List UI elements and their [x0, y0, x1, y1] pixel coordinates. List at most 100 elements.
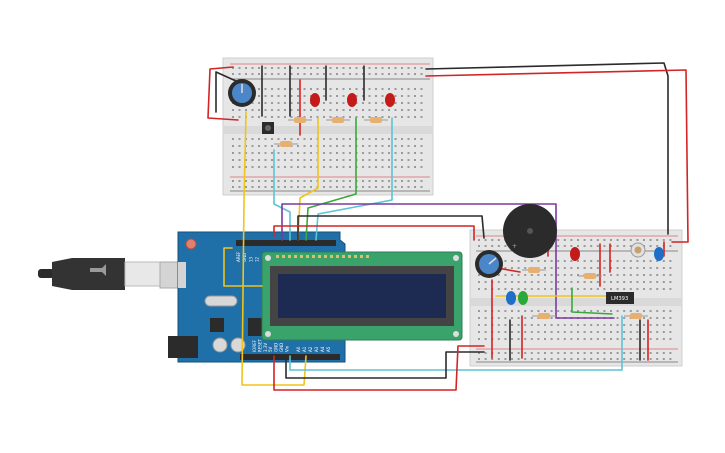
breadboard-hole [303, 95, 306, 97]
rail-hole [407, 180, 410, 182]
rail-hole [297, 67, 299, 69]
rail-hole [570, 239, 573, 241]
breadboard-hole [290, 109, 293, 111]
breadboard-hole [643, 324, 645, 326]
arduino-pin-label: GND [274, 343, 279, 352]
breadboard-hole [610, 281, 612, 283]
rail-hole [484, 352, 487, 354]
rail-hole [336, 67, 338, 69]
lcd-mount-hole [453, 255, 459, 261]
breadboard-hole [563, 274, 566, 276]
breadboard-hole [629, 324, 632, 326]
rail-hole [414, 73, 416, 75]
digital-header [236, 240, 336, 246]
breadboard-hole [401, 102, 403, 104]
breadboard-hole [238, 145, 241, 147]
breadboard-hole [375, 166, 377, 168]
breadboard-hole [511, 338, 513, 340]
breadboard-hole [336, 145, 338, 147]
breadboard-hole [401, 159, 403, 161]
breadboard-hole [420, 116, 423, 118]
rail-hole [590, 245, 593, 247]
arduino-pin-label: 5V [268, 346, 273, 352]
breadboard-hole [232, 159, 234, 161]
breadboard-hole [610, 267, 612, 269]
resistor [578, 273, 602, 279]
breadboard-hole [329, 95, 332, 97]
breadboard-hole [577, 331, 579, 333]
breadboard-hole [258, 88, 260, 90]
rail-hole [349, 67, 351, 69]
breadboard-hole [414, 166, 416, 168]
breadboard-hole [629, 274, 632, 276]
rail-hole [368, 180, 371, 182]
rail-hole [610, 239, 612, 241]
breadboard-hole [550, 274, 553, 276]
breadboard-hole [537, 281, 540, 283]
breadboard-hole [662, 274, 665, 276]
rail-hole [544, 358, 546, 360]
breadboard-hole [524, 317, 527, 319]
small-chip [210, 318, 224, 332]
breadboard-hole [511, 288, 513, 290]
breadboard-hole [362, 109, 364, 111]
arduino-pin-label: 3.3V [263, 343, 268, 352]
lcd-mount-hole [265, 331, 271, 337]
breadboard-hole [478, 274, 480, 276]
rail-hole [342, 73, 345, 75]
lcd-header-pin [366, 255, 369, 258]
breadboard-hole [414, 95, 416, 97]
breadboard-hole [596, 267, 599, 269]
rail-hole [258, 73, 260, 75]
breadboard-hole [316, 109, 319, 111]
rail-hole [349, 186, 351, 188]
breadboard-hole [537, 331, 540, 333]
breadboard-hole [583, 260, 586, 262]
breadboard-hole [636, 324, 639, 326]
breadboard-hole [596, 310, 599, 312]
rail-hole [491, 239, 494, 241]
rail-hole [563, 358, 566, 360]
breadboard-hole [610, 338, 612, 340]
rail-hole [381, 67, 384, 69]
breadboard-hole [349, 138, 351, 140]
rail-hole [401, 186, 403, 188]
breadboard-hole [362, 88, 364, 90]
breadboard-hole [669, 338, 672, 340]
arduino-pin-label: A1 [302, 346, 307, 352]
rail-hole [232, 180, 234, 182]
breadboard-hole [290, 116, 293, 118]
rail-hole [290, 180, 293, 182]
breadboard-hole [550, 310, 553, 312]
rail-hole [616, 245, 619, 247]
rail-hole [583, 239, 586, 241]
breadboard-hole [258, 138, 260, 140]
breadboard-hole [590, 324, 593, 326]
breadboard-hole [284, 95, 286, 97]
breadboard-hole [636, 288, 639, 290]
breadboard-hole [484, 317, 487, 319]
rail-hole [623, 358, 626, 360]
breadboard-hole [297, 159, 299, 161]
breadboard-hole [563, 331, 566, 333]
breadboard-hole [517, 338, 520, 340]
breadboard-hole [251, 166, 254, 168]
breadboard-hole [420, 102, 423, 104]
breadboard-hole [623, 331, 626, 333]
arduino-reset-button[interactable] [185, 238, 197, 250]
lcd-screen [278, 274, 446, 318]
breadboard-hole [511, 331, 513, 333]
breadboard-hole [381, 145, 384, 147]
rail-hole [478, 352, 480, 354]
breadboard-hole [623, 274, 626, 276]
breadboard-hole [530, 288, 533, 290]
breadboard-hole [511, 267, 513, 269]
rail-hole [316, 67, 319, 69]
resistor [326, 117, 350, 123]
rail-hole [616, 239, 619, 241]
breadboard-hole [238, 116, 241, 118]
breadboard-hole [537, 260, 540, 262]
breadboard-hole [271, 102, 273, 104]
breadboard-hole [583, 281, 586, 283]
